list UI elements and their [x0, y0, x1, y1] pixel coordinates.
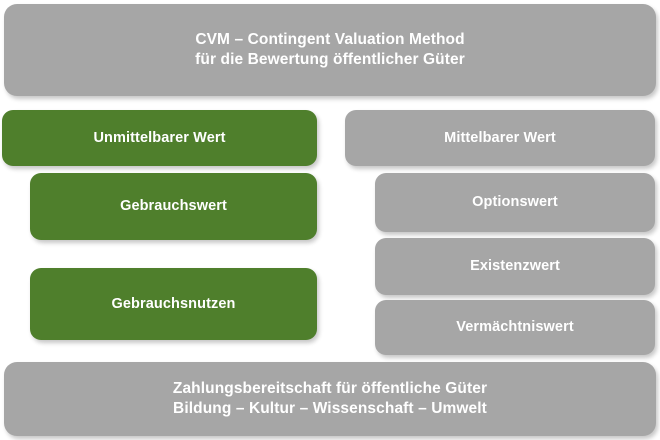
node-existenzwert-label: Existenzwert — [470, 258, 560, 275]
node-optionswert-label: Optionswert — [472, 194, 558, 211]
diagram-footer-line-1: Zahlungsbereitschaft für öffentliche Güt… — [172, 379, 488, 397]
diagram-title-text: CVM – Contingent Valuation Method für di… — [195, 30, 465, 70]
diagram-footer-box: Zahlungsbereitschaft für öffentliche Güt… — [4, 362, 656, 436]
node-mittelbarer-wert: Mittelbarer Wert — [345, 110, 655, 166]
node-gebrauchsnutzen-label: Gebrauchsnutzen — [111, 295, 236, 312]
diagram-title-line-1: CVM – Contingent Valuation Method — [195, 30, 465, 48]
node-gebrauchsnutzen: Gebrauchsnutzen — [30, 268, 317, 340]
node-gebrauchswert: Gebrauchswert — [30, 173, 317, 240]
node-unmittelbarer-wert-label: Unmittelbarer Wert — [93, 129, 226, 146]
diagram-title-box: CVM – Contingent Valuation Method für di… — [4, 4, 656, 96]
node-unmittelbarer-wert: Unmittelbarer Wert — [2, 110, 317, 166]
node-mittelbarer-wert-label: Mittelbarer Wert — [444, 129, 556, 146]
node-gebrauchswert-label: Gebrauchswert — [120, 198, 227, 215]
diagram-footer-line-2: Bildung – Kultur – Wissenschaft – Umwelt — [173, 400, 487, 417]
diagram-title-line-2: für die Bewertung öffentlicher Güter — [195, 51, 465, 68]
node-optionswert: Optionswert — [375, 173, 655, 232]
node-existenzwert: Existenzwert — [375, 238, 655, 295]
node-vermaechtniswert: Vermächtniswert — [375, 300, 655, 355]
node-vermaechtniswert-label: Vermächtniswert — [456, 319, 574, 336]
diagram-footer-text: Zahlungsbereitschaft für öffentliche Güt… — [173, 379, 487, 419]
